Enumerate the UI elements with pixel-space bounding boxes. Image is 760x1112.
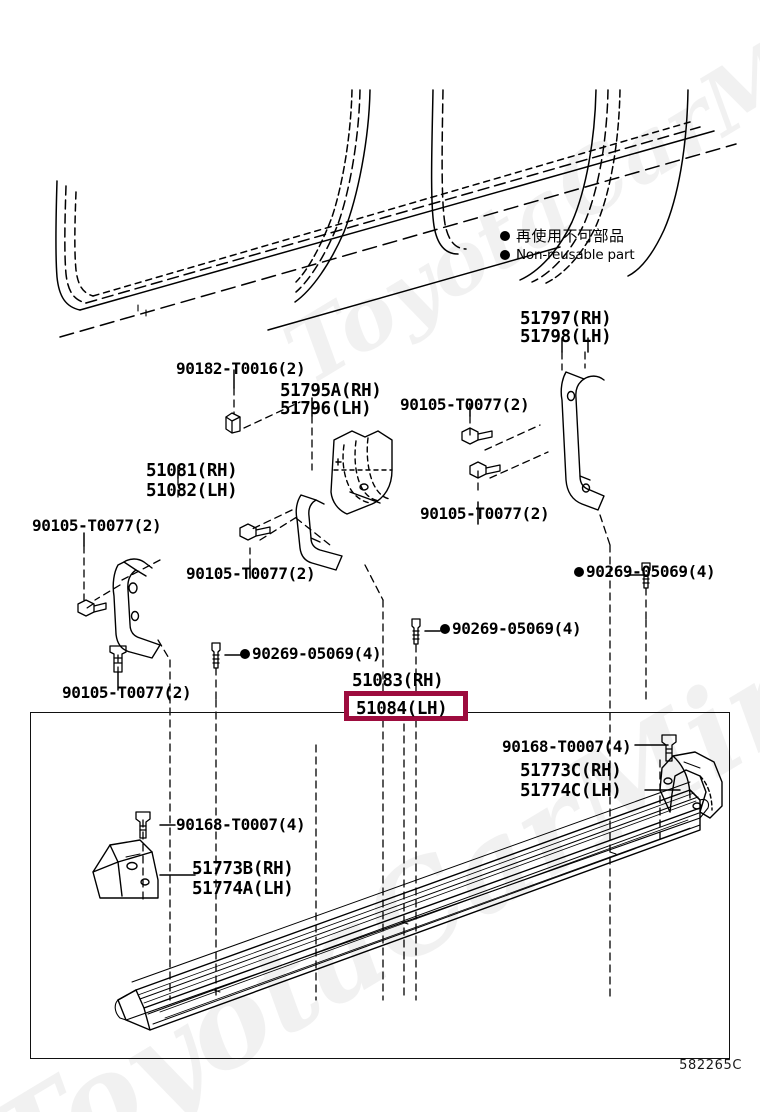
legend-english-text: Non-reusable part	[516, 246, 635, 263]
legend-row-english: Non-reusable part	[500, 245, 635, 264]
part-51795a-center-bracket	[295, 430, 393, 571]
part-label-90168-t0007-left[interactable]: 90168-T0007(4)	[176, 815, 306, 834]
part-label-90105-t0077-center[interactable]: 90105-T0077(2)	[186, 564, 316, 583]
non-reusable-dot-icon	[240, 649, 250, 659]
legend: 再使用不可部品 Non-reusable part	[500, 226, 635, 264]
part-label-51798-lh[interactable]: 51798(LH)	[520, 327, 612, 347]
diagram-code: 582265C	[679, 1058, 742, 1073]
part-label-90105-t0077-left[interactable]: 90105-T0077(2)	[32, 516, 162, 535]
part-label-90182-t0016[interactable]: 90182-T0016(2)	[176, 359, 306, 378]
part-label-90105-t0077-right-mid[interactable]: 90105-T0077(2)	[420, 504, 550, 523]
non-reusable-dot-icon	[500, 249, 510, 260]
part-label-51083-rh[interactable]: 51083(RH)	[352, 671, 444, 691]
part-label-51081-rh[interactable]: 51081(RH)	[146, 461, 238, 481]
legend-row-japanese: 再使用不可部品	[500, 226, 634, 245]
callout-leader-lines	[83, 351, 661, 1001]
part-label-51795a-rh[interactable]: 51795A(RH)	[280, 381, 382, 401]
body-rocker-panel-outline	[55, 89, 737, 338]
part-label-51773c-rh[interactable]: 51773C(RH)	[520, 761, 622, 781]
fastener-icons	[77, 412, 677, 839]
part-label-90269-05069-mid[interactable]: 90269-05069(4)	[440, 620, 582, 638]
non-reusable-dot-icon	[500, 230, 510, 241]
non-reusable-dot-icon	[440, 624, 450, 634]
part-51797-rear-bracket	[560, 371, 605, 511]
part-51084-running-board	[114, 781, 710, 1031]
part-51081-front-bracket	[112, 558, 161, 659]
part-label-51774a-lh[interactable]: 51774A(LH)	[192, 879, 294, 899]
part-label-51796-lh[interactable]: 51796(LH)	[280, 399, 372, 419]
legend-japanese-text: 再使用不可部品	[516, 227, 625, 245]
part-label-90269-05069-left[interactable]: 90269-05069(4)	[240, 645, 382, 663]
part-label-51797-rh[interactable]: 51797(RH)	[520, 309, 612, 329]
part-label-90269-05069-right[interactable]: 90269-05069(4)	[574, 563, 716, 581]
non-reusable-dot-icon	[574, 567, 584, 577]
part-51773c-step-cover	[659, 751, 723, 819]
part-label-90105-t0077-bottom-left[interactable]: 90105-T0077(2)	[62, 683, 192, 702]
highlighted-part-label: 51084(LH)	[356, 699, 448, 719]
highlighted-part-51084-lh[interactable]: 51084(LH)	[344, 691, 468, 721]
part-label-51773b-rh[interactable]: 51773B(RH)	[192, 859, 294, 879]
part-label-90168-t0007-right[interactable]: 90168-T0007(4)	[502, 737, 632, 756]
part-label-51774c-lh[interactable]: 51774C(LH)	[520, 781, 622, 801]
part-51773b-step-cover	[92, 839, 159, 899]
part-label-51082-lh[interactable]: 51082(LH)	[146, 481, 238, 501]
lower-assembly-frame	[30, 712, 730, 1059]
part-label-90105-t0077-top-right[interactable]: 90105-T0077(2)	[400, 395, 530, 414]
callout-solid-lines	[83, 337, 681, 876]
